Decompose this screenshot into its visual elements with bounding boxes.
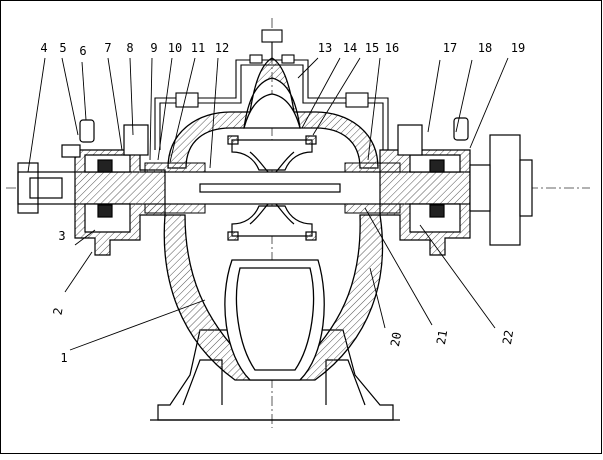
label-18: 18	[478, 41, 492, 55]
impeller	[227, 135, 317, 241]
label-16: 16	[385, 41, 399, 55]
leader-lines	[27, 57, 509, 351]
volute-casing	[163, 214, 384, 381]
label-10: 10	[168, 41, 182, 55]
label-17: 17	[443, 41, 457, 55]
label-7: 7	[104, 41, 111, 55]
label-2: 2	[51, 307, 66, 317]
label-8: 8	[126, 41, 133, 55]
label-9: 9	[150, 41, 157, 55]
flush-piping	[154, 29, 389, 150]
label-5: 5	[59, 41, 66, 55]
label-1: 1	[60, 351, 67, 365]
label-19: 19	[511, 41, 525, 55]
label-6: 6	[79, 44, 86, 58]
coupling-flange	[469, 134, 533, 246]
part-labels: 4 5 6 7 8 9 10 11 12 13 14 15 16 17 18 1…	[40, 41, 525, 365]
label-15: 15	[365, 41, 379, 55]
label-4: 4	[40, 41, 47, 55]
bearing-housing-left	[61, 119, 166, 256]
label-12: 12	[215, 41, 229, 55]
label-22: 22	[500, 329, 516, 346]
label-3: 3	[58, 229, 65, 243]
label-14: 14	[343, 41, 357, 55]
label-11: 11	[191, 41, 205, 55]
label-13: 13	[318, 41, 332, 55]
mechanical-seals	[144, 162, 401, 214]
label-21: 21	[434, 329, 450, 346]
label-20: 20	[388, 331, 404, 348]
bearing-housing-right	[379, 117, 471, 256]
